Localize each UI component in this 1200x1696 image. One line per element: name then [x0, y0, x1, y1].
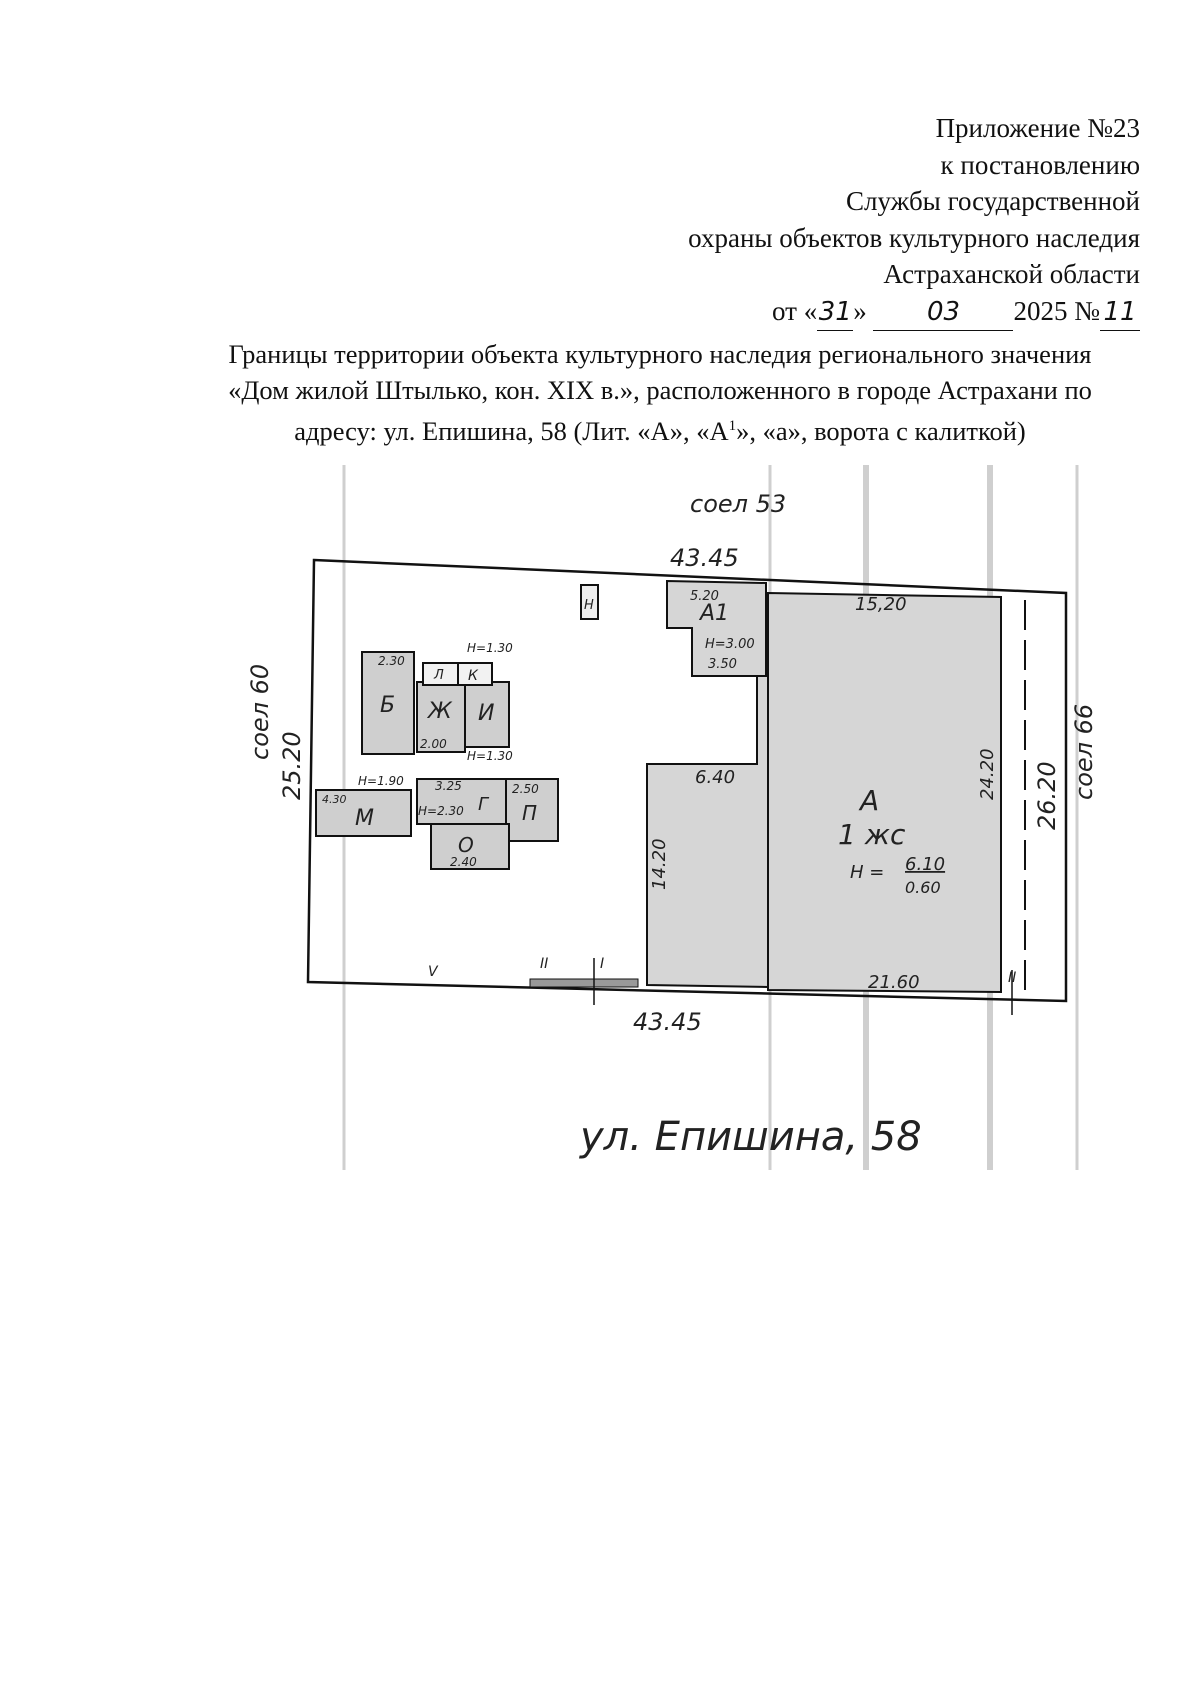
header-line4: охраны объектов культурного наследия [688, 222, 1140, 253]
i-letter: И [478, 701, 494, 726]
main-dim-top: 15,20 [855, 594, 907, 615]
main-letter: А [858, 784, 879, 817]
g-letter: Г [478, 794, 490, 815]
o-letter: О [458, 833, 474, 857]
date-year: 2025 № [1013, 295, 1100, 326]
m-letter: М [355, 806, 374, 831]
g-dim: 3.25 [435, 779, 462, 793]
header-appendix: Приложение №23 [935, 113, 1140, 143]
a1-dim: 3.50 [708, 657, 737, 672]
marker-ii-gate: II [540, 956, 548, 972]
a1-letter: А1 [698, 601, 729, 626]
building-k [457, 662, 493, 686]
title-line1: Границы территории объекта культурного н… [228, 339, 1092, 369]
main-floors: 1 жс [838, 818, 906, 851]
m-dim: 4.30 [322, 793, 347, 806]
main-height-top: 6.10 [905, 854, 945, 875]
o-dim: 2.40 [450, 855, 477, 869]
title-line3: адресу: ул. Епишина, 58 (Лит. «А», «А1»,… [160, 408, 1160, 449]
l-letter: Л [433, 668, 444, 683]
k-height: Н=1.30 [467, 641, 513, 655]
dim-right: 26.20 [1033, 761, 1061, 830]
date-mid: » [853, 295, 867, 326]
header-line2: к постановлению [940, 149, 1140, 180]
a1-height: Н=3.00 [705, 637, 755, 652]
annex-a1 [666, 579, 767, 677]
main-dim-right: 24.20 [977, 748, 998, 800]
dim-top: 43.45 [670, 544, 739, 572]
building-b [361, 651, 415, 755]
date-prefix: от « [772, 295, 818, 326]
k-letter: К [468, 668, 479, 684]
main-height-bottom: 0.60 [905, 878, 941, 897]
parcel-boundary [306, 558, 1068, 1003]
title-line2: «Дом жилой Штылько, кон. XIX в.», распол… [228, 375, 1092, 405]
title-line3-a: адресу: ул. Епишина, 58 (Лит. «А», «А [294, 415, 729, 446]
building-o [430, 823, 510, 870]
marker-i: I [600, 956, 604, 972]
building-p [505, 778, 559, 842]
zh-letter: Ж [426, 699, 453, 724]
zh-dim: 2.00 [420, 737, 447, 751]
n-letter: Н [584, 598, 594, 613]
marker-v: V [428, 964, 439, 980]
document-header: Приложение №23 к постановлению Службы го… [688, 110, 1140, 331]
main-dim-bottom: 21.60 [868, 972, 920, 993]
date-month: 03 [873, 294, 1014, 331]
neighbor-west-label: соел 60 [246, 664, 274, 760]
building-n [580, 584, 599, 620]
title-line3-sup: 1 [728, 418, 737, 434]
p-letter: П [522, 801, 537, 825]
neighbor-north-label: соел 53 [690, 490, 786, 518]
building-g [416, 778, 507, 825]
street-label: ул. Епишина, 58 [579, 1114, 922, 1160]
p-dim: 2.50 [512, 782, 539, 796]
dim-bottom: 43.45 [633, 1008, 702, 1036]
neighbor-east-label: соел 66 [1070, 704, 1098, 800]
outbuildings [315, 584, 599, 870]
b-dim: 2.30 [378, 654, 405, 668]
a1-dim-top: 5.20 [690, 589, 719, 604]
document-title: Границы территории объекта культурного н… [160, 336, 1160, 449]
main-building-a [646, 579, 1002, 994]
gate-with-wicket [529, 978, 639, 988]
m-height: Н=1.90 [358, 774, 404, 788]
dim-left: 25.20 [278, 731, 306, 800]
header-line3: Службы государственной [846, 186, 1140, 216]
building-m [315, 789, 412, 837]
date-day: 31 [817, 294, 854, 331]
annex-dim-left: 14.20 [649, 838, 670, 890]
marker-ii-corner: II [1008, 970, 1016, 986]
g-height: Н=2.30 [418, 804, 464, 818]
annex-dim-top: 6.40 [695, 767, 735, 788]
b-letter: Б [380, 693, 395, 718]
i-height: Н=1.30 [467, 749, 513, 763]
document-number: 11 [1100, 294, 1140, 331]
title-line3-b: », «а», ворота с калиткой) [736, 415, 1026, 446]
header-line5: Астраханской области [883, 259, 1140, 289]
main-height-label: Н = [850, 862, 884, 883]
building-zh [416, 681, 466, 753]
